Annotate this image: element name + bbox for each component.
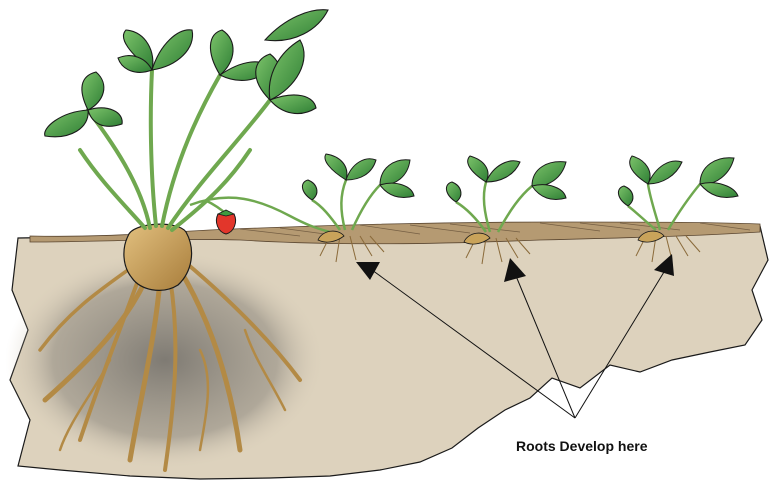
mother-leaves xyxy=(45,10,328,137)
mother-stems xyxy=(80,70,270,230)
mother-crown xyxy=(124,224,192,290)
caption-label: Roots Develop here xyxy=(516,438,647,454)
